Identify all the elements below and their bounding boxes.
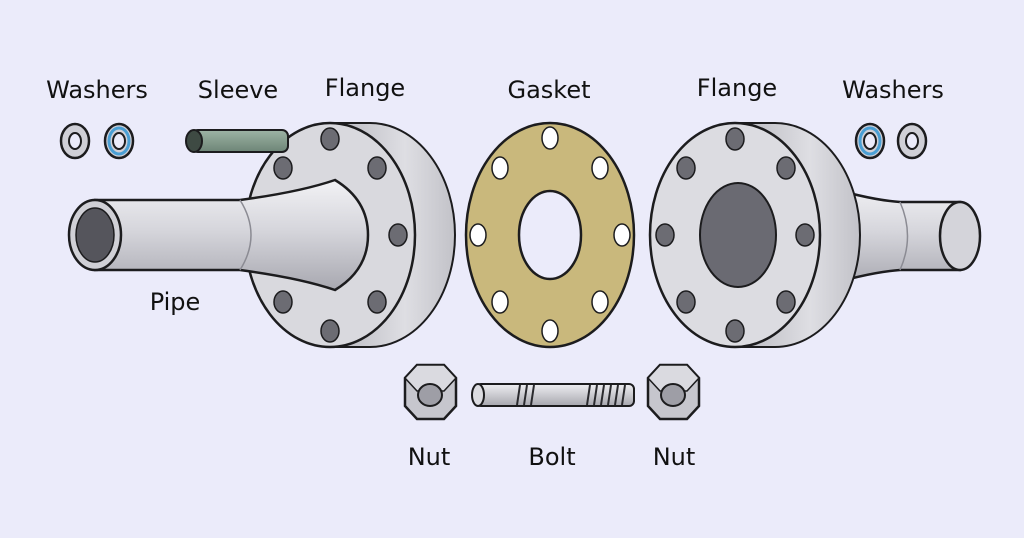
pipe <box>67 178 370 292</box>
bolt <box>471 383 635 407</box>
label-washers-right: Washers <box>842 76 944 104</box>
washers-right <box>854 122 928 160</box>
right-flange-bolt-holes <box>655 127 815 343</box>
label-pipe: Pipe <box>149 288 201 316</box>
sleeve <box>185 129 289 153</box>
label-nut-left: Nut <box>407 443 451 471</box>
label-washers-left: Washers <box>46 76 148 104</box>
bolt-threads <box>516 384 626 406</box>
washer-icon <box>59 122 91 160</box>
label-flange-right: Flange <box>696 74 778 102</box>
gasket-bolt-holes <box>469 126 631 343</box>
left-flange <box>243 121 456 349</box>
washer-icon <box>896 122 928 160</box>
nut-right <box>646 363 701 421</box>
washers-left <box>59 122 135 160</box>
right-flange <box>648 121 982 349</box>
gasket <box>464 121 636 349</box>
label-flange-left: Flange <box>324 74 406 102</box>
label-bolt: Bolt <box>528 443 576 471</box>
washer-icon <box>854 122 886 160</box>
label-sleeve: Sleeve <box>197 76 279 104</box>
label-nut-right: Nut <box>652 443 696 471</box>
nut-left <box>403 363 458 421</box>
label-gasket: Gasket <box>507 76 591 104</box>
washer-icon <box>103 122 135 160</box>
